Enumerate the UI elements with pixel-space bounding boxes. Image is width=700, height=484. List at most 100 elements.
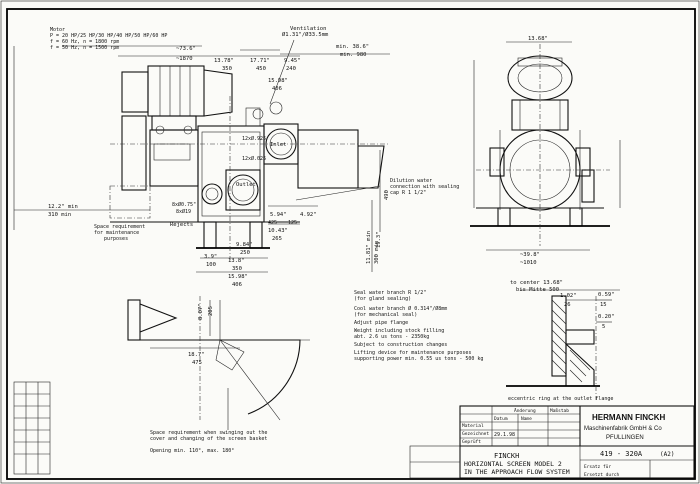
company-name: HERMANN FINCKH — [592, 413, 666, 422]
tb-ersatz: Ersatz für — [584, 464, 611, 470]
dim-310: 310 min — [48, 212, 71, 218]
dilution-2: connection with sealing — [390, 184, 459, 190]
company-city: PFULLINGEN — [606, 435, 644, 441]
inlet-label: Inlet — [270, 142, 287, 148]
dim-4-92: 4.92" — [300, 212, 317, 218]
swing-arc — [220, 339, 301, 415]
dim-5-94: 5.94" — [270, 212, 287, 218]
dim-250: 250 — [240, 250, 250, 256]
cool-water: Cool water branch Ø 0.314"/Ø8mm — [354, 305, 447, 312]
dim-8x075: 8xØ0.75" — [172, 201, 196, 208]
dim-9-45: 9.45" — [284, 58, 301, 64]
inner-border — [6, 8, 696, 480]
dim-350: 350 — [222, 66, 232, 72]
cool-water-2: (for mechanical seal) — [354, 312, 417, 318]
dim-19-3: 19.3" — [376, 231, 382, 248]
dim-1870: ~1870 — [176, 56, 193, 62]
dim-10-43: 10.43" — [268, 228, 288, 234]
outlet-label: Outlet — [236, 182, 256, 188]
space-swing-1: Space requirement when swinging out the — [150, 430, 267, 436]
dim-17-71: 17.71" — [250, 58, 270, 64]
dim-13-8: 13.8" — [228, 258, 245, 264]
tb-date: 29.1.98 — [494, 432, 515, 438]
tb-massstab: Maßstab — [550, 408, 569, 414]
tb-ersetzt: Ersetzt durch — [584, 472, 620, 478]
motor-spec-50hz: f = 50 Hz, n = 1500 rpm — [50, 45, 119, 51]
tb-gepruft: Geprüft — [462, 439, 481, 445]
rejects-branch — [201, 183, 223, 205]
tb-material: Material — [462, 423, 484, 429]
dim-406: 406 — [272, 86, 282, 92]
space-swing-2: cover and changing of the screen basket — [150, 436, 267, 442]
space-maint-1: Space requirement — [94, 224, 145, 230]
weight-2: abt. 2.6 us tons - 2350kg — [354, 334, 429, 340]
dim-13-78: 13.78" — [214, 58, 234, 64]
tb-datum: Datum — [494, 416, 508, 422]
tb-anderung: Änderung — [514, 407, 536, 414]
product-line1: FINCKH — [494, 452, 519, 460]
drawing-number: 419 - 320A — [600, 450, 643, 458]
revision-box — [13, 381, 51, 475]
dim-15: 15 — [600, 302, 607, 308]
sheet-format: (A2) — [660, 451, 674, 458]
motor-spec-title: Motor — [50, 27, 65, 33]
dim-3-9: 3.9" — [204, 254, 217, 260]
dim-min-980: min. 980 — [340, 52, 367, 58]
dim-240: 240 — [286, 66, 296, 72]
dim-73-6: ~73.6" — [176, 46, 196, 52]
title-block — [409, 405, 695, 479]
dim-11-81: 11.81" min — [366, 231, 372, 264]
dim-18-7: 18.7" — [188, 352, 205, 358]
tb-name: Name — [521, 416, 532, 422]
side-view — [470, 41, 621, 251]
opening-angle: Opening min. 110°, max. 180° — [150, 448, 234, 454]
dim-15-98: 15.98" — [268, 78, 288, 84]
dim-406b: 406 — [232, 282, 242, 288]
lifting: Lifting device for maintenance purposes — [354, 350, 471, 356]
dim-100: 100 — [206, 262, 216, 268]
dim-9-84: 9.84" — [236, 242, 253, 248]
dim-8x19: 8xØ19 — [176, 208, 191, 215]
dim-425: 425 — [268, 220, 277, 226]
dim-39-8: ~39.8" — [520, 252, 540, 258]
dim-15-98b: 15.98" — [228, 274, 248, 280]
to-center: to center 13.68" — [510, 280, 563, 286]
bis-mitte: bis Mitte 500 — [516, 287, 559, 293]
tb-gezeichnet: Gezeichnet — [462, 431, 489, 437]
front-view-dimensions — [13, 45, 390, 273]
outlet-flange — [225, 169, 261, 211]
seal-water-2: (for gland sealing) — [354, 296, 411, 302]
swing-out-view — [127, 296, 310, 421]
dim-12x025: 12xØ.025 — [242, 155, 266, 162]
ventilation-size: Ø1.31"/Ø33.5mm — [282, 31, 329, 38]
adjust-pipe: Adjust pipe flange — [354, 320, 408, 326]
dilution-1: Dilution water — [390, 178, 432, 184]
lifting-2: supporting power min. 0.55 us tons - 500… — [354, 356, 483, 362]
dim-350b: 350 — [232, 266, 242, 272]
dim-min-38: min. 38.6" — [336, 44, 369, 50]
dim-8-07: 8.07" — [198, 303, 204, 320]
dim-265: 265 — [272, 236, 282, 242]
dim-205: 205 — [208, 306, 214, 316]
dim-125: 125 — [288, 220, 297, 226]
outlet-flange-detail — [506, 289, 620, 400]
dim-26: 26 — [564, 302, 571, 308]
eccentric-ring: eccentric ring at the outlet flange — [508, 396, 613, 402]
ventilation-label: Ventilation — [290, 26, 326, 32]
front-view — [109, 65, 390, 260]
product-line2: HORIZONTAL SCREEN MODEL 2 — [464, 460, 562, 468]
dim-0-59: 0.59" — [598, 292, 615, 298]
dim-1-02: 1.02" — [560, 293, 577, 299]
dim-5: 5 — [602, 324, 605, 330]
dim-12-2: 12.2" min — [48, 204, 78, 210]
space-maint-2: for maintenance — [94, 230, 139, 236]
company-line2: Maschinenfabrik GmbH & Co — [584, 426, 662, 432]
subject-to-change: Subject to construction changes — [354, 342, 447, 348]
space-maint-3: purposes — [104, 236, 128, 242]
product-line3: IN THE APPROACH FLOW SYSTEM — [464, 468, 570, 476]
dilution-3: cap R 1 1/2" — [390, 190, 426, 196]
weight: Weight including stock filling — [354, 328, 444, 334]
